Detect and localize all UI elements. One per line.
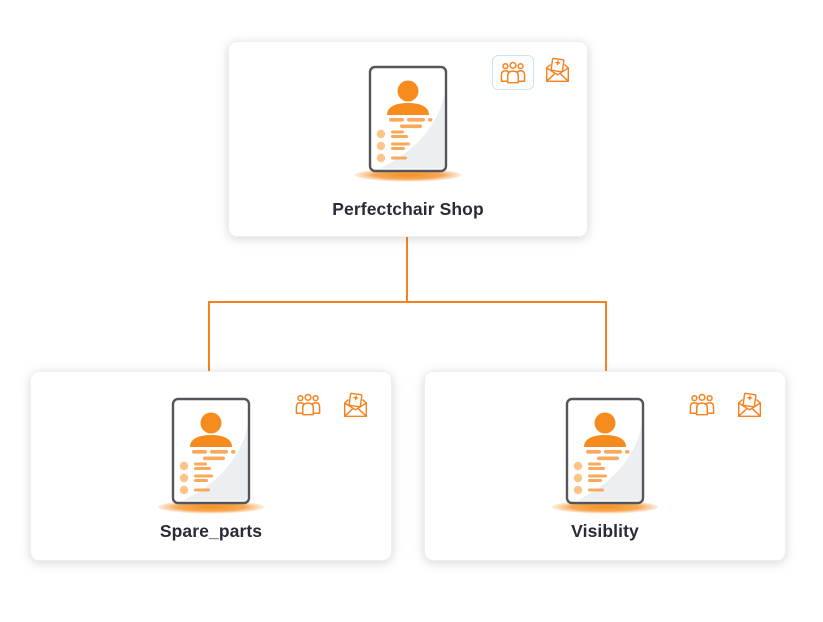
invite-member-icon[interactable] [542, 55, 573, 86]
node-label: Visiblity [571, 521, 639, 541]
connector-left-drop [208, 301, 210, 372]
connector-right-drop [605, 301, 607, 372]
node-label: Perfectchair Shop [332, 199, 484, 219]
org-node-card-root[interactable]: Perfectchair Shop [228, 41, 588, 237]
node-actions [292, 390, 371, 421]
node-label: Spare_parts [159, 521, 263, 541]
connector-branch-bar [208, 301, 607, 303]
team-members-icon[interactable] [492, 55, 534, 90]
node-actions [492, 55, 573, 90]
invite-member-icon[interactable] [734, 390, 765, 421]
department-illustration [153, 396, 269, 521]
org-node-card-spare-parts[interactable]: Spare_parts [30, 371, 392, 561]
org-node-card-visiblity[interactable]: Visiblity [424, 371, 786, 561]
invite-member-icon[interactable] [340, 390, 371, 421]
node-actions [686, 390, 765, 421]
department-illustration [350, 64, 466, 189]
team-members-icon[interactable] [292, 390, 324, 419]
team-members-icon[interactable] [686, 390, 718, 419]
department-illustration [547, 396, 663, 521]
connector-root-stem [406, 237, 408, 303]
